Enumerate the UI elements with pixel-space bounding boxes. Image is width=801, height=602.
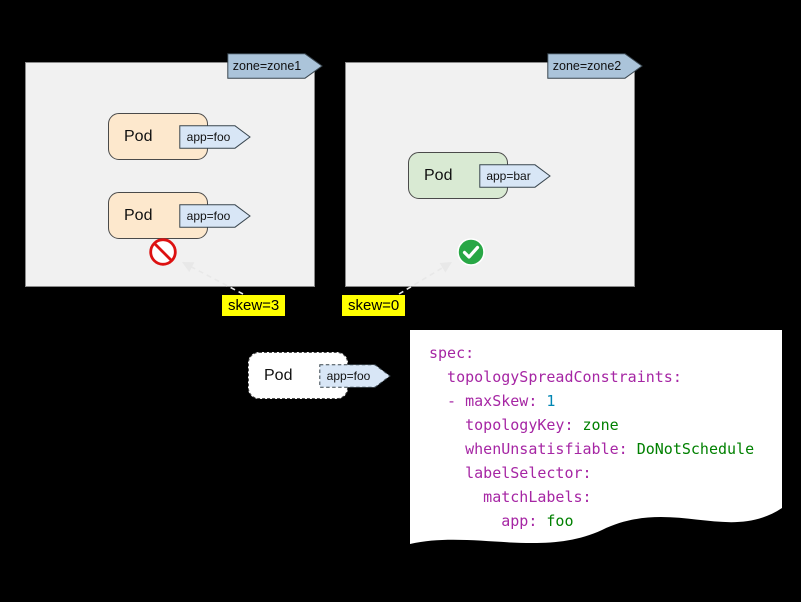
code-token: zone <box>573 416 619 434</box>
app-tag-text: app=foo <box>187 209 231 223</box>
code-line: app: foo <box>429 509 754 533</box>
pod-foo-1: Pod app=foo <box>108 113 251 160</box>
pod-name: Pod <box>264 366 293 384</box>
zone-flag-shape <box>227 53 323 79</box>
code-line: topologySpreadConstraints: <box>429 365 754 389</box>
app-foo-tag: app=foo <box>319 364 391 388</box>
app-tag-shape <box>319 364 391 388</box>
paper-background <box>410 330 782 544</box>
pod-name: Pod <box>124 206 153 224</box>
app-foo-tag: app=foo <box>179 204 251 228</box>
pending-pod: Pod app=foo <box>248 352 391 399</box>
code-line: topologyKey: zone <box>429 413 754 437</box>
zone1-flag: zone=zone1 <box>227 53 323 79</box>
code-token: topologyKey: <box>429 416 574 434</box>
zone2-box: zone=zone2 Pod app=bar <box>345 53 643 287</box>
spec-yaml-code: spec: topologySpreadConstraints: - maxSk… <box>429 341 754 533</box>
app-tag-shape <box>179 125 251 149</box>
no-entry-icon <box>149 238 177 266</box>
app-tag-shape <box>479 164 551 188</box>
code-line: - maxSkew: 1 <box>429 389 754 413</box>
code-line: labelSelector: <box>429 461 754 485</box>
skew-label-zone2: skew=0 <box>342 295 406 316</box>
app-foo-tag: app=foo <box>179 125 251 149</box>
code-token: DoNotSchedule <box>627 440 755 458</box>
code-token: 1 <box>537 392 556 410</box>
pod-name: Pod <box>424 166 453 184</box>
zone-flag-shape <box>547 53 643 79</box>
app-tag-text: app=foo <box>187 130 231 144</box>
zone2-flag-text: zone=zone2 <box>553 59 622 73</box>
check-circle-icon <box>457 238 485 266</box>
app-tag-shape <box>179 204 251 228</box>
app-bar-tag: app=bar <box>479 164 551 188</box>
skew-label-zone1: skew=3 <box>222 295 286 316</box>
code-line: matchLabels: <box>429 485 754 509</box>
zone1-flag-text: zone=zone1 <box>233 59 302 73</box>
pod-bar-1: Pod app=bar <box>408 152 551 199</box>
pod-foo-2: Pod app=foo <box>108 192 251 239</box>
code-token: whenUnsatisfiable: <box>429 440 628 458</box>
spec-code-panel: spec: topologySpreadConstraints: - maxSk… <box>410 330 782 562</box>
zone2-flag: zone=zone2 <box>547 53 643 79</box>
code-line: spec: <box>429 341 754 365</box>
code-token: spec: <box>429 344 475 362</box>
code-token: - maxSkew: <box>429 392 538 410</box>
code-token: topologySpreadConstraints: <box>429 368 682 386</box>
code-token: labelSelector: <box>429 464 592 482</box>
code-token: matchLabels: <box>429 488 592 506</box>
zone1-box: zone=zone1 Pod app=foo Pod app=foo <box>25 53 323 287</box>
code-line: whenUnsatisfiable: DoNotSchedule <box>429 437 754 461</box>
code-token: foo <box>537 512 574 530</box>
app-tag-text: app=foo <box>327 369 371 383</box>
code-token: app: <box>429 512 538 530</box>
app-tag-text: app=bar <box>486 169 530 183</box>
pod-name: Pod <box>124 127 153 145</box>
